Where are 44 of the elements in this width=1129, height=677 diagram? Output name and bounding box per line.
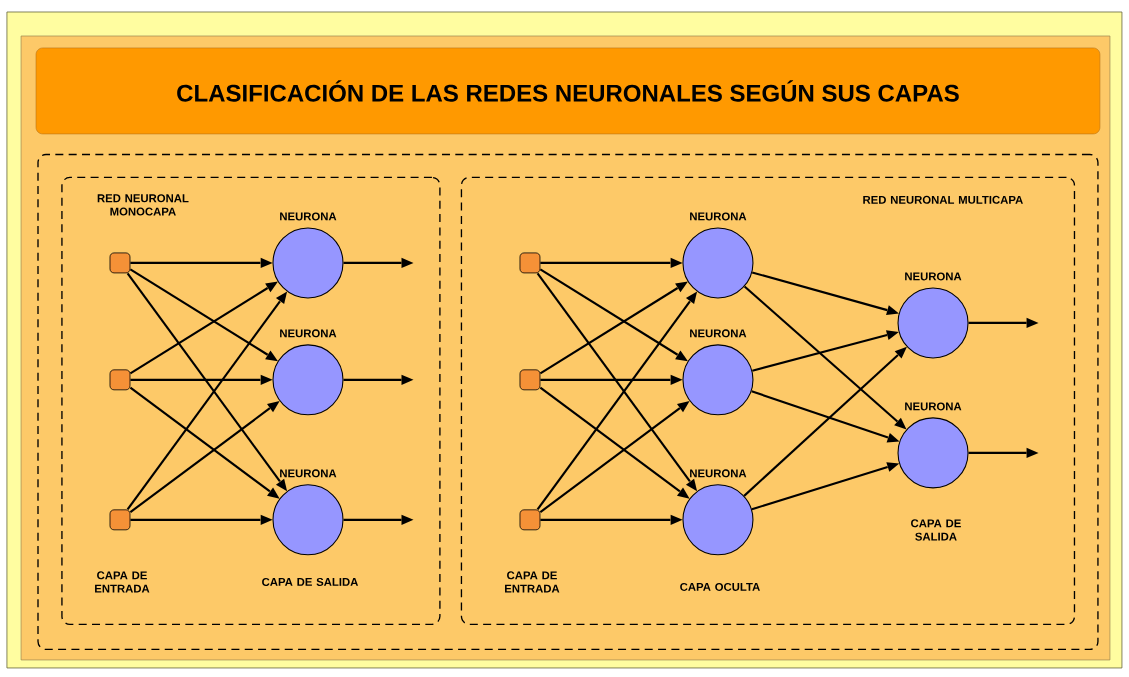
arrow: [129, 386, 280, 499]
arrow: [751, 390, 900, 443]
layer-label: CAPA DE SALIDA: [262, 577, 359, 586]
node-label: NEURONA: [690, 212, 747, 221]
arrow: [743, 285, 907, 430]
arrow: [539, 400, 690, 513]
node-label: NEURONA: [905, 272, 962, 281]
layer-label: CAPA DE ENTRADA: [95, 571, 150, 593]
arrow: [751, 271, 899, 316]
layer-label: CAPA OCULTA: [680, 582, 760, 591]
arrow: [743, 346, 907, 497]
arrow: [540, 514, 683, 525]
arrow: [539, 386, 690, 499]
arrow: [968, 317, 1039, 328]
arrow: [343, 257, 414, 268]
node-label: NEURONA: [280, 329, 337, 338]
arrow: [540, 257, 683, 268]
arrow: [752, 330, 899, 372]
node-label: NEURONA: [690, 469, 747, 478]
layer-label: CAPA DE SALIDA: [911, 519, 961, 541]
layer-label: CAPA DE ENTRADA: [505, 571, 560, 593]
arrow: [968, 447, 1039, 458]
arrow: [540, 374, 683, 385]
dashed-frame: [37, 153, 1099, 651]
arrow: [129, 268, 278, 362]
arrow: [751, 462, 900, 511]
arrow: [539, 268, 688, 362]
arrow: [130, 374, 273, 385]
arrow: [129, 281, 278, 375]
arrow: [130, 514, 273, 525]
arrow: [130, 257, 273, 268]
node-label: NEURONA: [690, 329, 747, 338]
arrow: [536, 272, 698, 492]
title-banner: CLASIFICACIÓN DE LAS REDES NEURONALES SEGÚN SUS CAPAS: [35, 47, 1101, 135]
node-label: NEURONA: [280, 469, 337, 478]
arrow: [129, 400, 280, 513]
arrow: [343, 514, 414, 525]
arrow: [126, 272, 288, 492]
node-label: NEURONA: [905, 402, 962, 411]
arrow: [126, 291, 288, 511]
node-label: NEURONA: [280, 212, 337, 221]
arrow: [539, 281, 688, 375]
arrow: [343, 374, 414, 385]
arrow: [536, 291, 698, 511]
